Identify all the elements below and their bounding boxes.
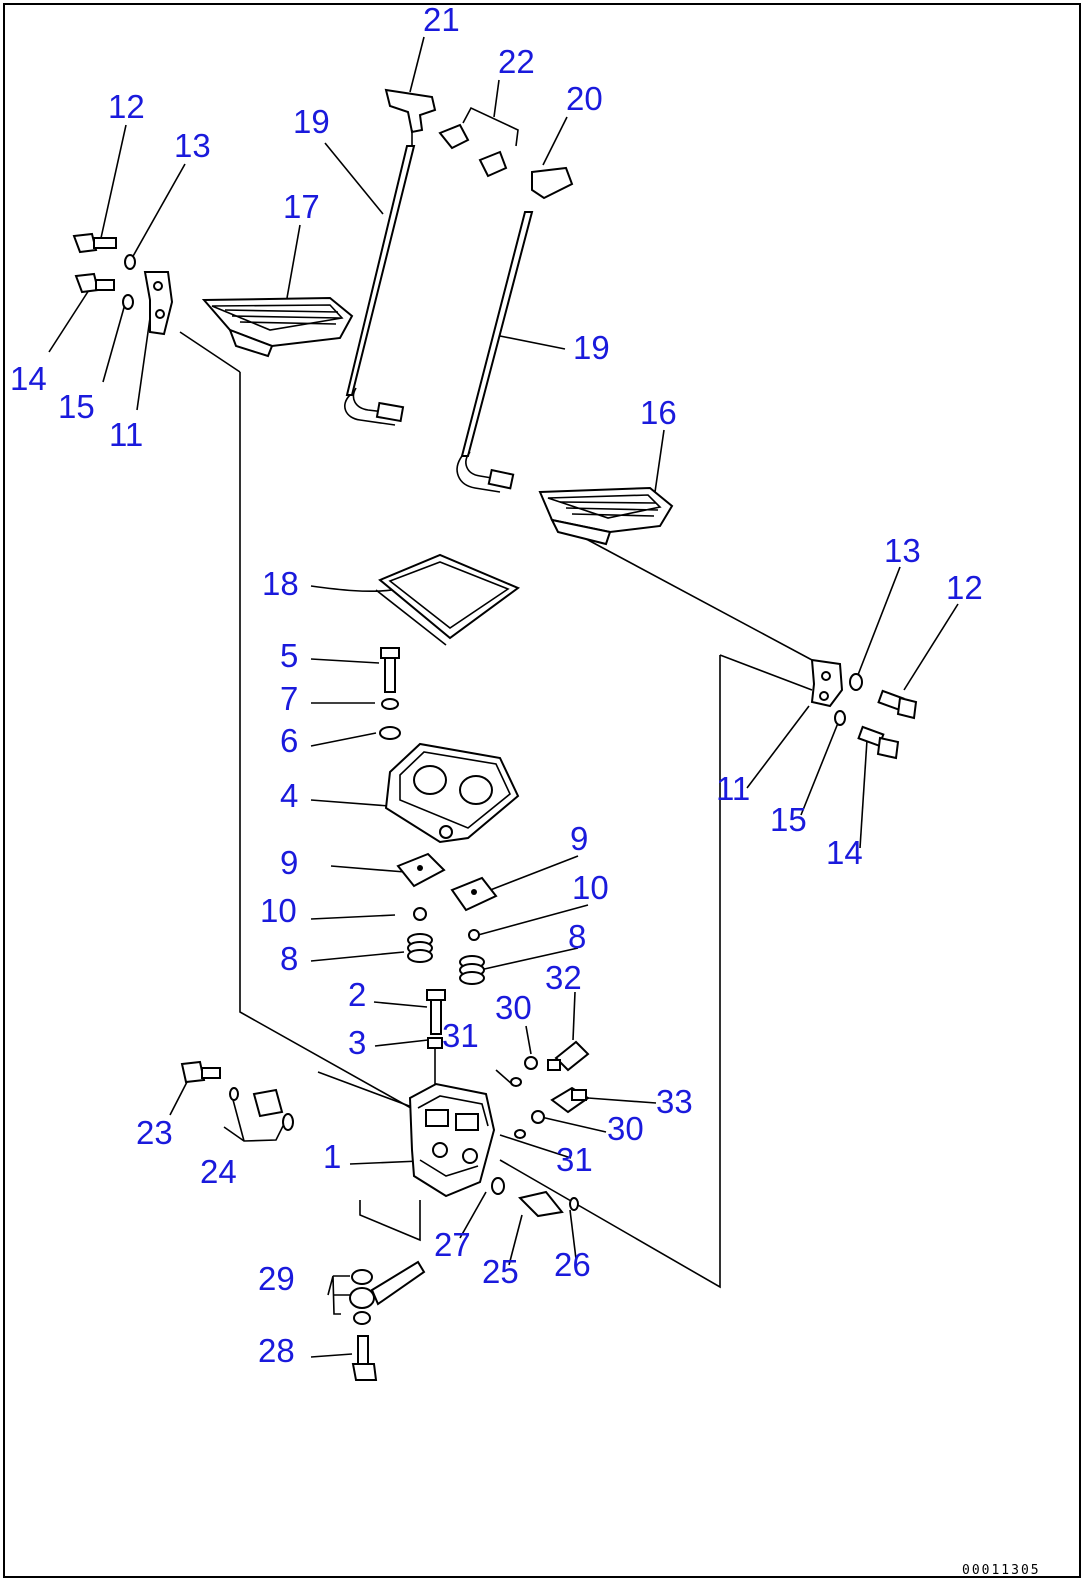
part-8-spring-left [407,933,433,963]
callout-5: 5 [280,637,298,674]
callout-9: 9 [280,844,298,881]
part-20-clevis [531,166,574,200]
part-15-washer-left [122,294,134,310]
callout-23: 23 [136,1114,173,1151]
part-10-nut-left [413,907,427,921]
callout-31: 31 [442,1017,479,1054]
part-8-spring-right [459,955,485,985]
callout-11: 11 [716,770,750,807]
callout-33: 33 [656,1083,693,1120]
part-9-plate-left [396,852,446,888]
part-16-pedal [538,486,674,546]
part-12-bolt-left [72,232,117,254]
part-15-washer-right [834,710,846,726]
part-33-switch [550,1086,590,1114]
part-19-rod-right [456,211,534,493]
callout-12: 12 [108,88,145,125]
part-14-bolt-left [74,272,115,294]
part-21-clevis [384,88,437,148]
callout-8: 8 [280,940,298,977]
part-30-fitting-upper [524,1056,538,1070]
part-13-washer-left [124,254,136,270]
callout-22: 22 [498,43,535,80]
callout-14: 14 [10,360,47,397]
callout-17: 17 [283,188,320,225]
callout-11: 11 [109,416,143,453]
callout-13: 13 [174,127,211,164]
part-2-bolt [426,989,446,1035]
part-22-pin [438,123,508,178]
part-29-banjo [349,1260,426,1325]
callout-15: 15 [770,801,807,838]
callout-7: 7 [280,680,298,717]
callout-31: 31 [556,1141,593,1178]
part-9-plate-right [450,876,498,912]
part-4-cover [384,742,520,844]
diagram-frame [3,3,1081,1578]
assembly-lines [179,331,813,1289]
callout-26: 26 [554,1246,591,1283]
part-23-fitting [180,1060,221,1084]
part-6-washer [379,726,401,740]
leader-lines [48,36,959,1358]
part-11-bracket-left [143,271,174,336]
callout-13: 13 [884,532,921,569]
callout-2: 2 [348,976,366,1013]
callout-4: 4 [280,777,298,814]
callout-30: 30 [495,989,532,1026]
part-28-bolt [351,1335,378,1381]
part-18-boot [375,553,521,646]
part-5-bolt [380,647,400,693]
part-1-valve-body [408,1082,496,1198]
part-17-pedal [201,296,354,358]
callout-20: 20 [566,80,603,117]
callout-21: 21 [423,1,460,38]
part-11-bracket-right [810,658,844,708]
callout-16: 16 [640,394,677,431]
callout-15: 15 [58,388,95,425]
callout-30: 30 [607,1110,644,1147]
part-27-plug [491,1177,505,1195]
part-19-rod-left [344,145,416,426]
part-26-ring [569,1197,579,1211]
callout-3: 3 [348,1024,366,1061]
callout-32: 32 [545,959,582,996]
callout-19: 19 [293,103,330,140]
part-12-bolt-right [877,689,918,720]
callout-1: 1 [323,1138,341,1175]
callout-14: 14 [826,834,863,871]
drawing-code: 00011305 [962,1563,1041,1578]
part-14-bolt-right [857,725,900,760]
callout-labels: 21 22 20 12 13 19 17 14 15 11 19 16 13 1… [10,1,983,1369]
callout-28: 28 [258,1332,295,1369]
part-24-fitting [229,1087,294,1131]
part-32-switch [547,1040,590,1072]
callout-10: 10 [572,869,609,906]
callout-25: 25 [482,1253,519,1290]
callout-24: 24 [200,1153,237,1190]
callout-18: 18 [262,565,299,602]
part-10-nut-right [468,929,480,941]
callout-6: 6 [280,722,298,759]
part-30-fitting-lower [531,1110,545,1124]
callout-27: 27 [434,1226,471,1263]
callout-10: 10 [260,892,297,929]
callout-12: 12 [946,569,983,606]
part-31-ring-lower [514,1129,526,1139]
callout-29: 29 [258,1260,295,1297]
part-13-washer-right [849,673,863,691]
part-7-washer [381,698,399,710]
part-25-elbow [518,1190,564,1218]
callout-9: 9 [570,820,588,857]
callout-8: 8 [568,918,586,955]
part-31-ring-upper [510,1077,522,1087]
callout-19: 19 [573,329,610,366]
